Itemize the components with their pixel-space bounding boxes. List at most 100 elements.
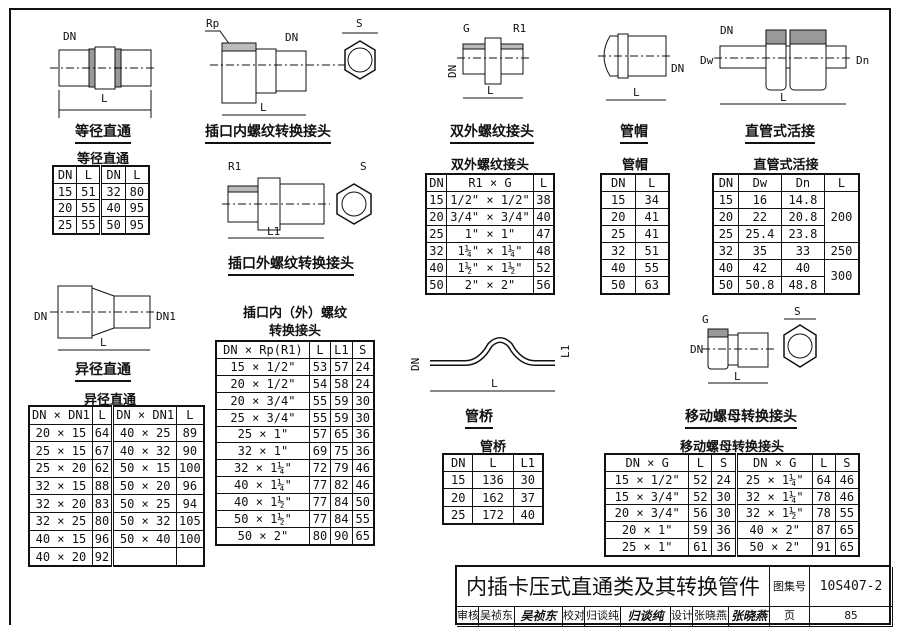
header-cell: L [308,340,332,359]
cell: 50 [351,493,375,511]
header-cell: L [176,405,205,425]
header-cell: DN × DN1 [111,405,178,425]
male-adapter-drawing: R1 S L1 [222,160,372,239]
cell: 36 [711,538,737,557]
svg-text:DN: DN [446,65,459,78]
cell: 40 [600,258,636,277]
cell: 105 [176,511,205,531]
cell: 250 [823,241,860,260]
designer-name: 张晓燕 [693,607,729,627]
cell: 25 [712,224,739,243]
designer-signature: 张晓燕 [729,607,770,627]
cell: 47 [532,224,555,243]
header-cell: Dw [737,173,782,193]
cell: 22 [737,208,782,226]
cell: 30 [351,391,375,410]
header-cell: DN [442,453,474,473]
cell: 55 [76,199,102,218]
svg-text:DN: DN [34,310,47,323]
cell: 20 [425,208,448,226]
atlas-number-label: 图集号 [770,567,810,607]
cell: 20 × 1" [604,521,690,540]
adapter-table-title: 插口内（外）螺纹 [242,306,347,321]
reviewer-name: 吴祯东 [479,607,515,627]
header-cell: DN × G [734,453,813,472]
cell: 52 [688,487,713,506]
cell: 24 [351,357,375,376]
svg-text:L: L [633,86,640,99]
header-cell: DN [712,173,739,193]
cell: 92 [91,547,114,567]
cell: 50 × 40 [111,529,178,549]
cell: 65 [330,425,353,444]
cell: 15 [52,182,78,201]
header-cell: L [472,453,514,473]
cell: 59 [330,408,353,427]
male-adapter-caption: 插口外螺纹转换接头 [228,253,354,276]
cell: 100 [176,459,205,478]
cell: 25 [442,505,474,525]
cell: 54 [308,374,332,393]
female-adapter-drawing: Rp DN L S [205,17,378,116]
cell: 88 [91,476,114,496]
cell: 32 × 1¼" [215,459,310,478]
cell: 15 × 3/4" [604,487,690,506]
checker-name: 归谈纯 [585,607,621,627]
svg-text:L: L [101,92,108,105]
cell: 32 × 1¼" [734,487,813,506]
check-label: 校对 [563,607,585,627]
header-cell: DN × Rp(R1) [215,340,310,359]
cell: 65 [351,526,375,546]
header-cell: L1 [512,453,544,473]
reducing-coupling-drawing: DN DN1 L [34,285,176,351]
cell: 23.8 [780,224,825,243]
cell: 80 [91,511,114,531]
cell: 25.4 [737,224,782,243]
cell: 40 [425,258,448,277]
reviewer-signature: 吴祯东 [515,607,563,627]
cell: 82 [330,476,353,495]
header-cell: L [811,453,836,472]
svg-text:L: L [491,377,498,390]
svg-text:DN: DN [720,24,733,37]
svg-text:DN: DN [671,62,684,75]
cell: 55 [308,391,332,410]
cell: 100 [176,529,205,549]
cell: 63 [634,275,670,295]
header-cell: DN × G [604,453,690,472]
cell: 65 [834,521,860,540]
cell: 40 × 20 [28,547,93,567]
cell: 33 [780,241,825,260]
cell: 57 [308,425,332,444]
cell: 50.8 [737,275,782,295]
union-caption: 直管式活接 [745,121,815,144]
cell: 25 × 20 [28,459,93,478]
header-cell: R1 × G [446,173,534,193]
header-cell: L [823,173,860,193]
cell: 69 [308,442,332,461]
cell: 64 [811,470,836,489]
swivel-nut-adapter-drawing: GS DN L [690,305,817,384]
cell: 162 [472,488,514,507]
cell: 40 [780,258,825,277]
cell: 52 [532,258,555,277]
